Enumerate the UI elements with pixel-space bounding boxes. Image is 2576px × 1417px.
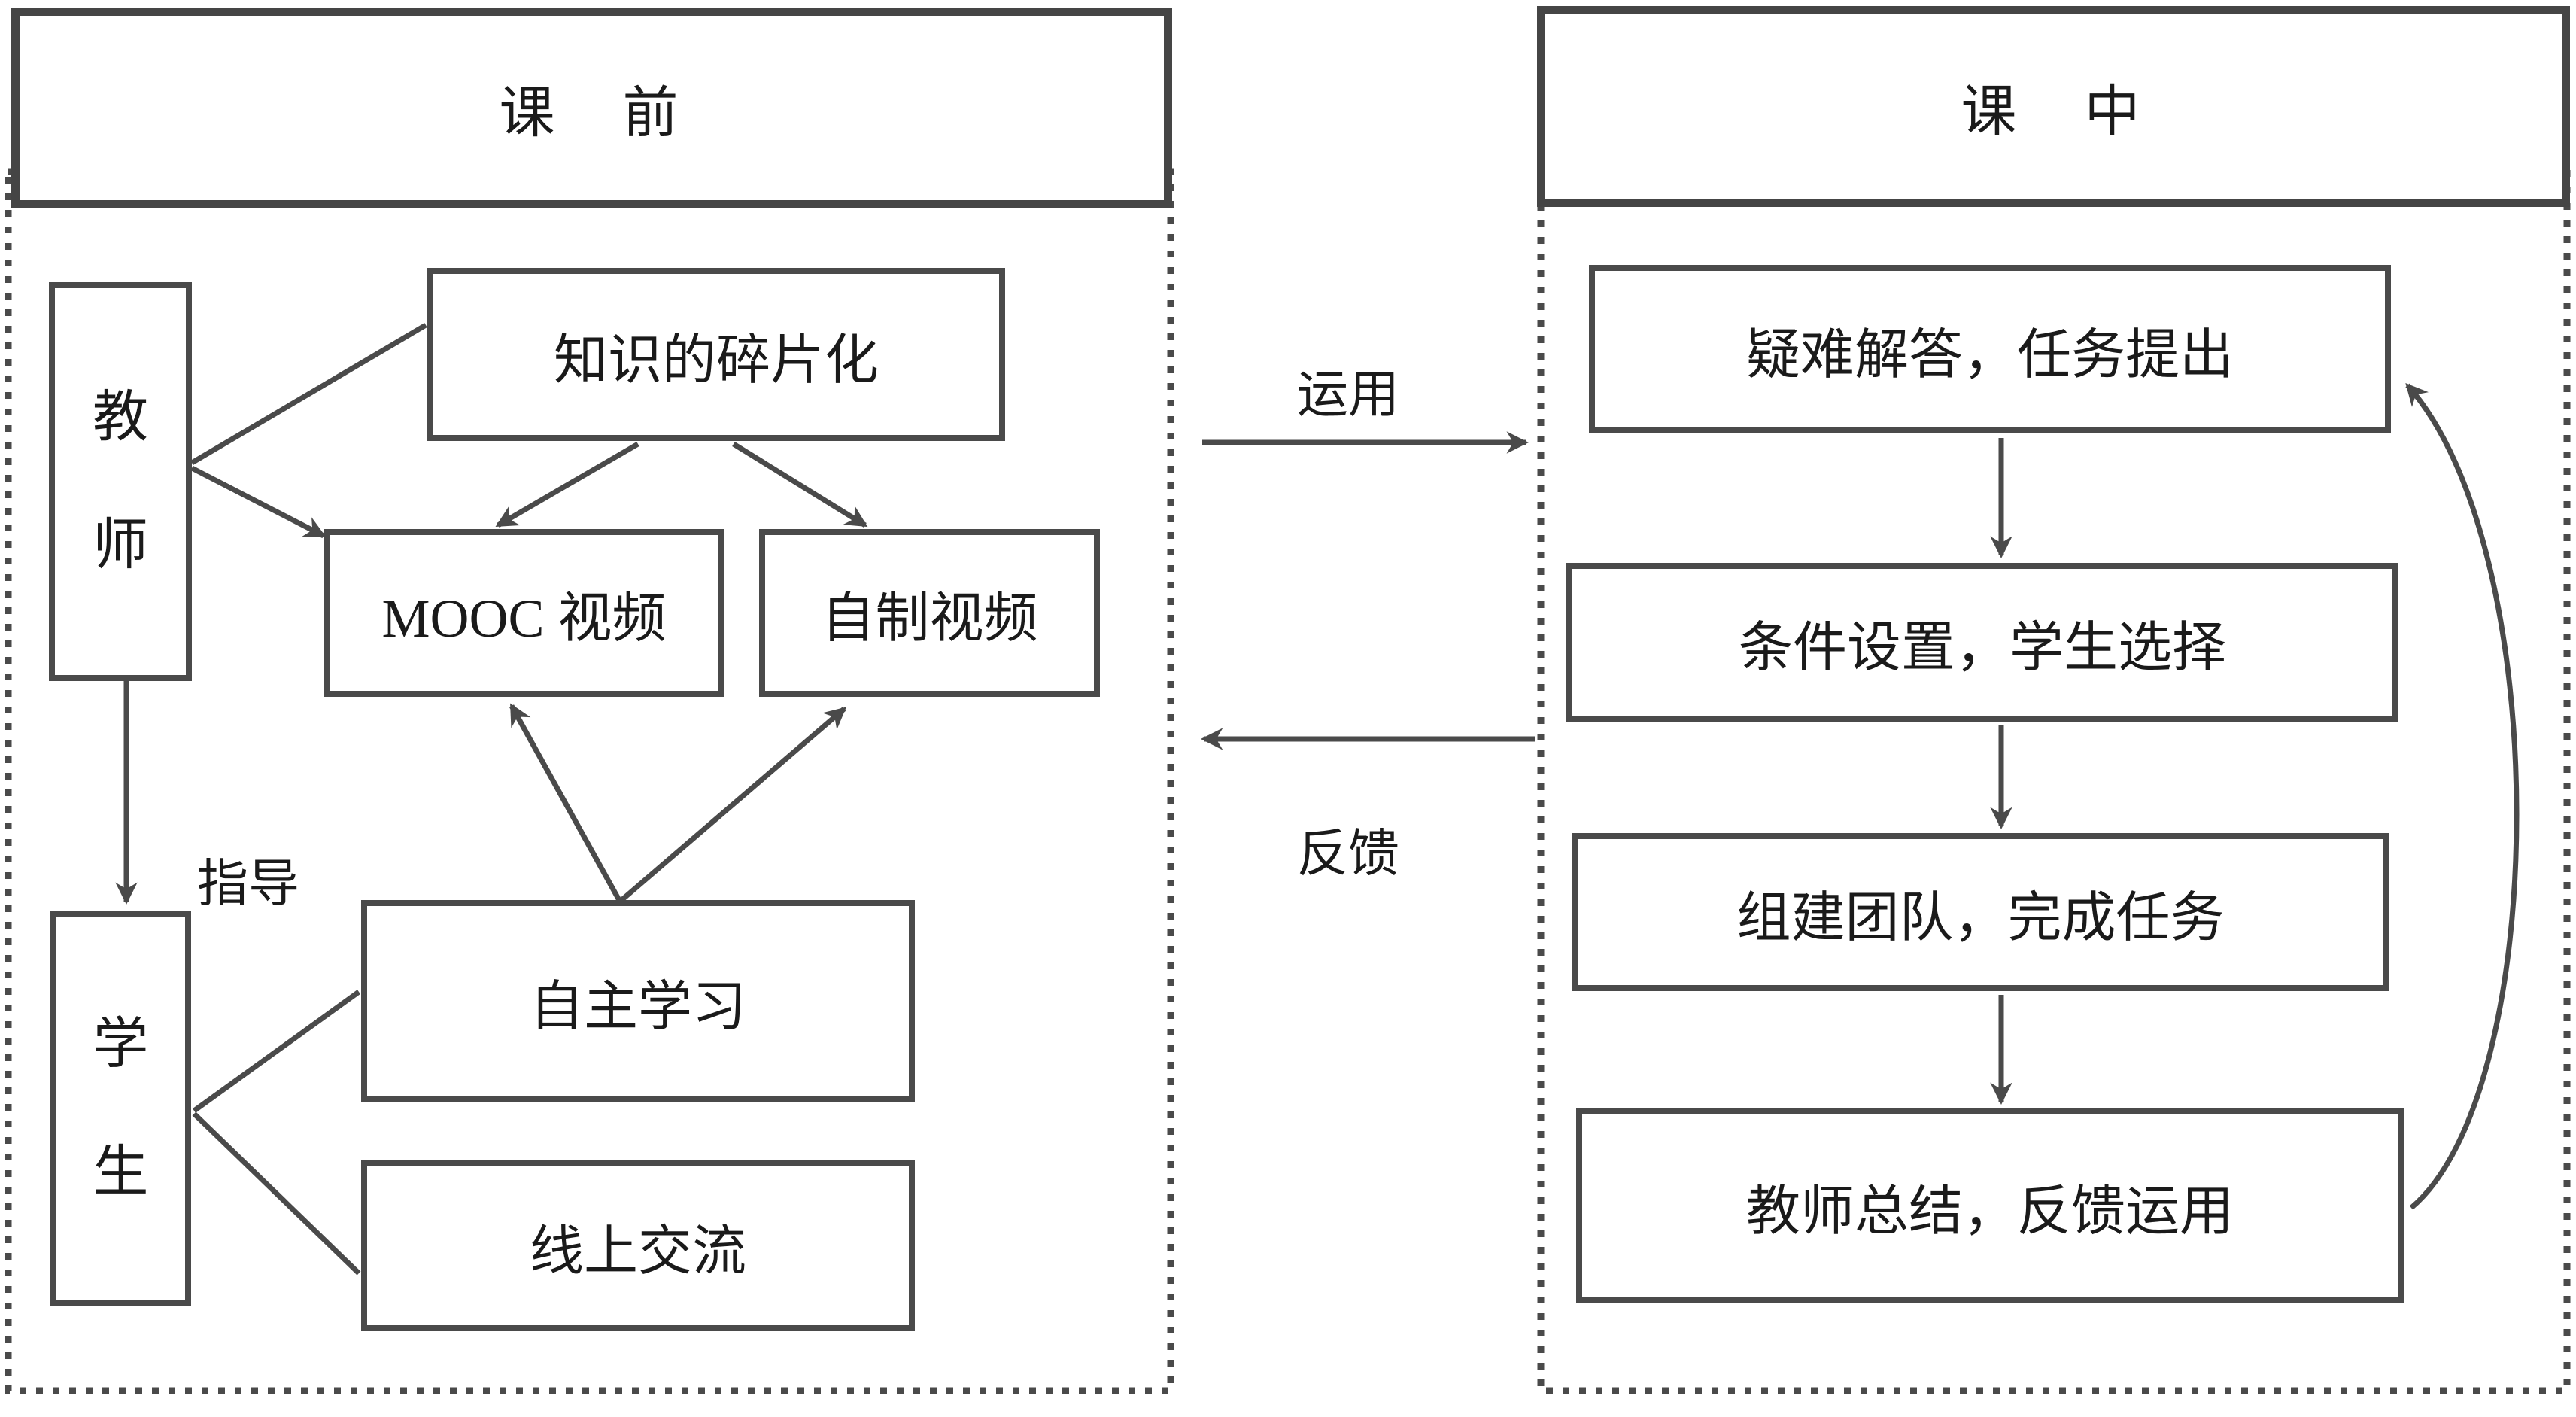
online-communication-box: 线上交流 [361,1160,915,1331]
selfmade-video-box: 自制视频 [759,529,1100,697]
step4-label: 教师总结，反馈运用 [1745,1181,2234,1242]
knowledge-fragmentation-box: 知识的碎片化 [427,268,1005,441]
step1-box: 疑难解答，任务提出 [1589,265,2391,433]
self-learning-box: 自主学习 [361,900,915,1102]
teacher-mooc-arrow [190,465,327,539]
student-online-line [192,1111,361,1276]
feedback-label: 反馈 [1296,825,1400,883]
self-learning-label: 自主学习 [529,977,746,1037]
step4-step1-loop-arrow [2405,382,2520,1210]
step3-label: 组建团队，完成任务 [1736,887,2225,948]
selfmade-video-label: 自制视频 [821,588,1038,649]
online-communication-label: 线上交流 [529,1221,746,1282]
step1-label: 疑难解答，任务提出 [1745,324,2234,385]
pre-class-header: 课 前 [11,8,1172,208]
knowledge-fragmentation-label: 知识的碎片化 [553,330,879,391]
pre-class-title: 课 前 [499,83,685,144]
apply-label: 运用 [1296,366,1400,424]
selflearn-selfmade-arrow [618,707,847,904]
step2-box: 条件设置，学生选择 [1566,563,2398,722]
student-char-1: 学 [93,1013,149,1075]
teacher-char-2: 师 [93,515,148,576]
step2-label: 条件设置，学生选择 [1738,618,2226,678]
guide-label: 指导 [196,855,300,913]
step3-box: 组建团队，完成任务 [1572,833,2389,991]
student-char-2: 生 [93,1141,149,1203]
in-class-title: 课 中 [1961,81,2146,143]
teacher-box: 教 师 [49,282,192,681]
selflearn-mooc-arrow [509,703,623,903]
student-selflearn-line [192,990,361,1113]
student-box: 学 生 [50,911,191,1306]
teacher-knowledge-line [190,322,427,466]
mooc-video-label: MOOC 视频 [381,588,667,649]
teacher-char-1: 教 [93,387,148,449]
knowledge-mooc-arrow [495,441,639,528]
mooc-video-box: MOOC 视频 [324,529,724,697]
knowledge-selfmade-arrow [732,442,868,528]
in-class-header: 课 中 [1537,6,2570,207]
step4-box: 教师总结，反馈运用 [1576,1108,2404,1303]
